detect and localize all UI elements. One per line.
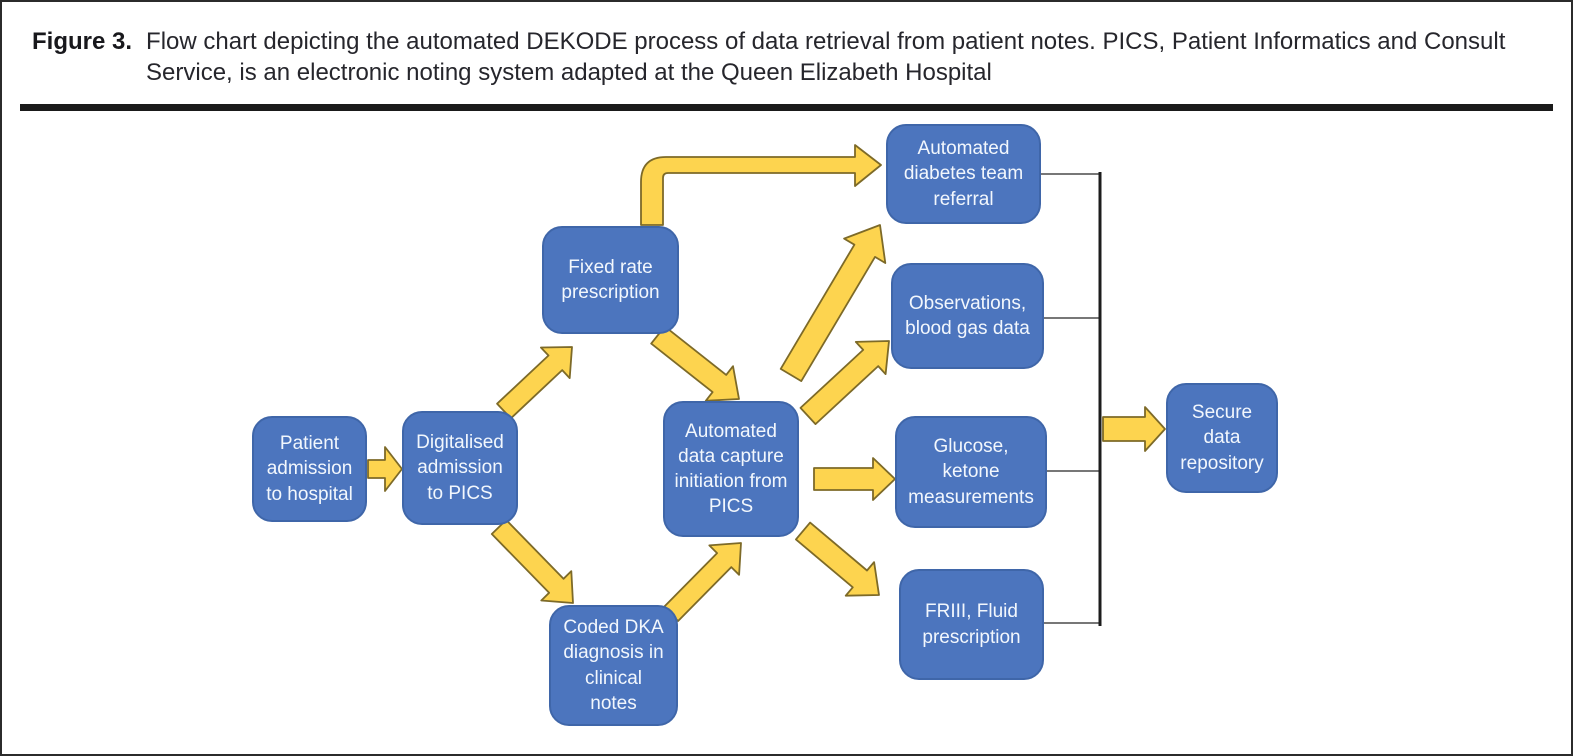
node-label: Automated data capture initiation from P… [674,420,788,518]
arrow-capture-to-observations [799,340,890,426]
node-label: Fixed rate prescription [561,256,660,303]
node-fixed-rate-prescription: Fixed rate prescription [542,226,679,334]
node-secure-data-repository: Secure data repository [1166,383,1278,493]
node-digitalised-admission: Digitalised admission to PICS [402,411,518,525]
node-label: Observations, blood gas data [905,292,1030,339]
arrow-capture-to-friii [795,521,880,597]
arrow-capture-to-referral [779,224,887,383]
arrow-fixed-rate-to-referral [640,144,882,226]
node-label: Coded DKA diagnosis in clinical notes [563,617,664,714]
arrow-fixed-rate-to-capture [650,325,740,402]
arrow-coded-dka-to-capture [663,542,742,622]
node-label: Glucose, ketone measurements [908,436,1034,508]
node-observations-blood-gas: Observations, blood gas data [891,263,1044,369]
node-friii-fluid-prescription: FRIII, Fluid prescription [899,569,1044,680]
node-coded-dka-diagnosis: Coded DKA diagnosis in clinical notes [549,605,678,726]
node-label: Secure data repository [1180,402,1264,474]
caption-divider-rule [20,104,1553,112]
node-diabetes-team-referral: Automated diabetes team referral [886,124,1041,224]
node-label: Automated diabetes team referral [903,138,1024,210]
node-label: Digitalised admission to PICS [416,432,504,504]
node-label: Patient admission to hospital [266,433,353,505]
arrow-digitalised-to-fixed-rate [496,346,573,420]
arrow-patient-to-digitalised [367,446,403,492]
arrow-collector-to-repository [1102,406,1166,452]
node-automated-data-capture: Automated data capture initiation from P… [663,401,799,537]
arrow-digitalised-to-coded-dka [490,519,574,604]
arrow-capture-to-glucose [813,457,896,501]
figure-caption-text: Flow chart depicting the automated DEKOD… [146,28,1506,87]
node-label: FRIII, Fluid prescription [922,601,1021,648]
figure-caption-label: Figure 3. [32,28,133,55]
node-glucose-ketone: Glucose, ketone measurements [895,416,1047,528]
figure-caption: Figure 3. Flow chart depicting the autom… [2,2,1571,88]
node-patient-admission: Patient admission to hospital [252,416,367,522]
